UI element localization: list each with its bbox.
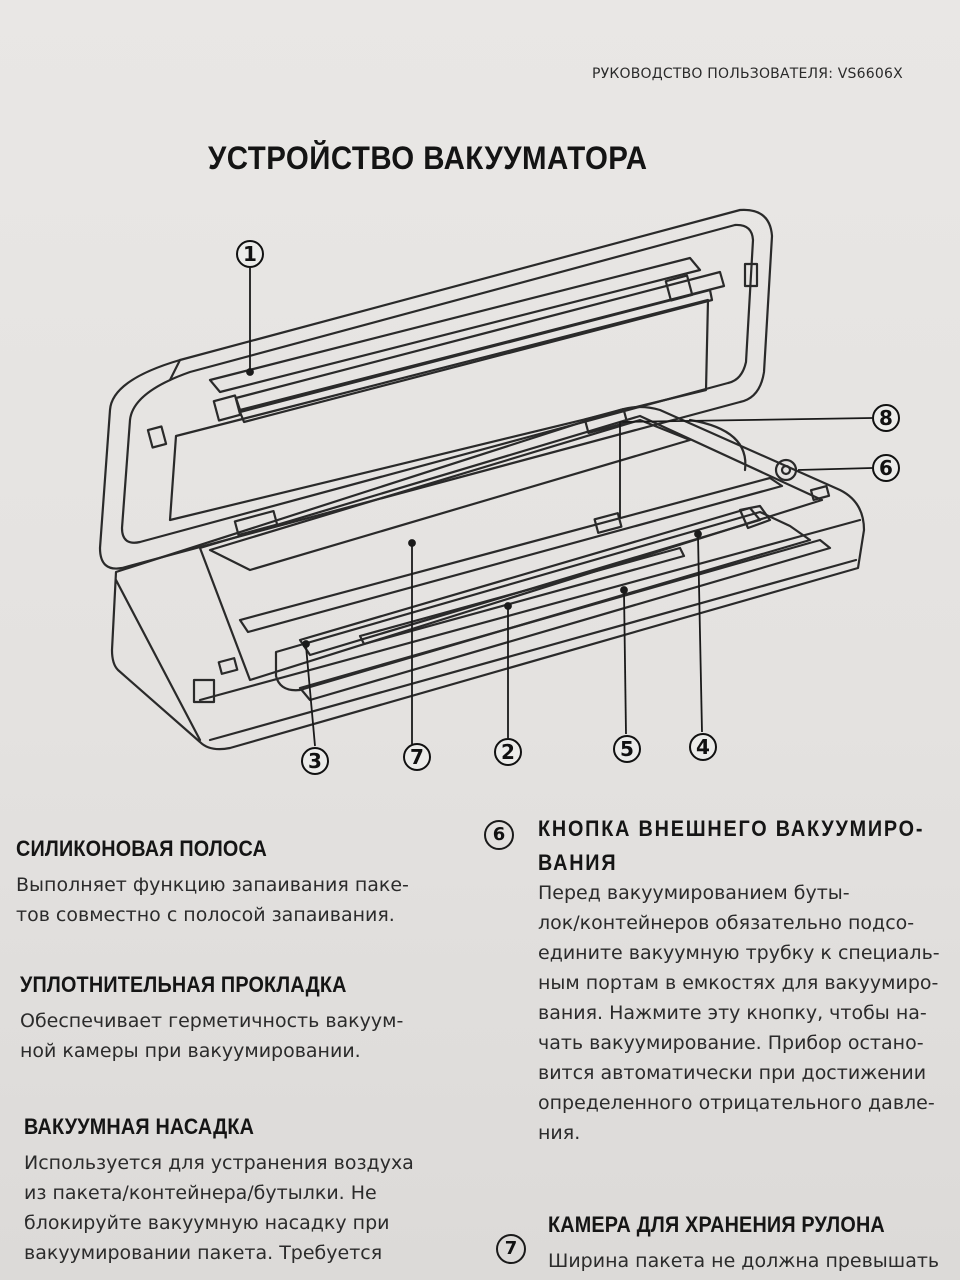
section-number-6: 6 — [484, 820, 514, 850]
callout-6: 6 — [872, 454, 900, 482]
section-title: УПЛОТНИТЕЛЬНАЯ ПРОКЛАДКА — [20, 972, 347, 997]
device-illustration — [98, 208, 866, 751]
section-body: Перед вакуумированием буты- лок/контейне… — [538, 882, 940, 1144]
page-title: УСТРОЙСТВО ВАКУУМАТОРА — [208, 140, 648, 176]
section-silicone-strip: СИЛИКОНОВАЯ ПОЛОСА Выполняет функцию зап… — [16, 836, 456, 930]
callout-4: 4 — [689, 733, 717, 761]
callout-7: 7 — [403, 743, 431, 771]
svg-text:5: 5 — [620, 737, 634, 761]
section-vacuum-nozzle: ВАКУУМНАЯ НАСАДКА Используется для устра… — [24, 1114, 464, 1268]
callout-leaders — [246, 268, 873, 747]
section-body: Используется для устранения воздуха из п… — [24, 1152, 414, 1264]
svg-text:4: 4 — [696, 735, 710, 759]
section-title: ВАКУУМНАЯ НАСАДКА — [24, 1114, 255, 1139]
svg-text:6: 6 — [879, 456, 893, 480]
svg-text:3: 3 — [308, 749, 322, 773]
section-body: Обеспечивает герметичность вакуум- ной к… — [20, 1010, 404, 1062]
section-roll-storage: КАМЕРА ДЛЯ ХРАНЕНИЯ РУЛОНА Ширина пакета… — [548, 1212, 948, 1276]
svg-text:8: 8 — [879, 406, 893, 430]
svg-text:2: 2 — [501, 740, 515, 764]
section-title: КНОПКА ВНЕШНЕГО ВАКУУМИРО- ВАНИЯ — [538, 816, 925, 875]
callout-8: 8 — [872, 404, 900, 432]
section-title: СИЛИКОНОВАЯ ПОЛОСА — [16, 836, 267, 861]
callout-2: 2 — [494, 738, 522, 766]
section-number-7: 7 — [496, 1234, 526, 1264]
svg-text:1: 1 — [243, 242, 257, 266]
vacuum-sealer-diagram: 1 2 3 4 5 6 7 8 — [98, 208, 900, 775]
section-body: Выполняет функцию запаивания паке- тов с… — [16, 874, 409, 926]
section-body: Ширина пакета не должна превышать — [548, 1250, 940, 1272]
section-gasket: УПЛОТНИТЕЛЬНАЯ ПРОКЛАДКА Обеспечивает ге… — [20, 972, 460, 1066]
section-external-vacuum-button: КНОПКА ВНЕШНЕГО ВАКУУМИРО- ВАНИЯ Перед в… — [538, 816, 948, 1148]
callout-5: 5 — [613, 735, 641, 763]
callout-1: 1 — [236, 240, 264, 268]
callout-3: 3 — [301, 747, 329, 775]
manual-header: РУКОВОДСТВО ПОЛЬЗОВАТЕЛЯ: VS6606X — [592, 66, 903, 82]
callout-markers: 1 2 3 4 5 6 7 8 — [236, 240, 900, 775]
section-title: КАМЕРА ДЛЯ ХРАНЕНИЯ РУЛОНА — [548, 1212, 885, 1237]
svg-text:7: 7 — [410, 745, 424, 769]
